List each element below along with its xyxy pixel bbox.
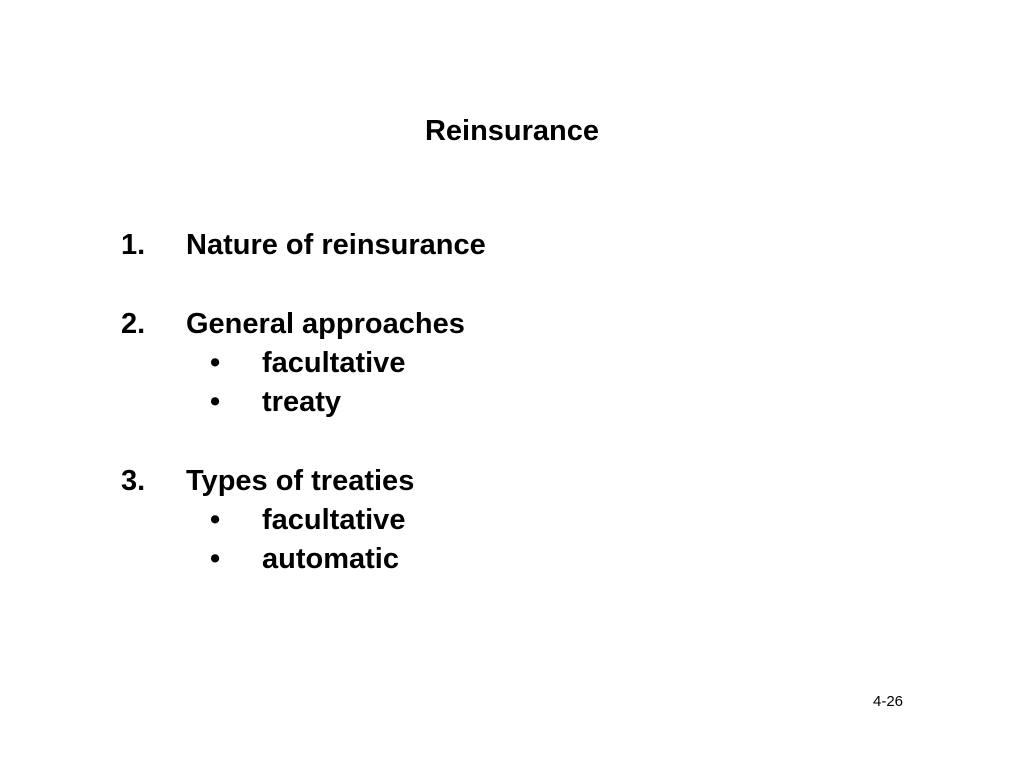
item-text: Types of treaties xyxy=(186,465,415,497)
sub-item-text: facultative xyxy=(262,504,406,536)
outline-item-row: 3. Types of treaties xyxy=(121,462,486,501)
outline-item-row: 1. Nature of reinsurance xyxy=(121,226,486,265)
item-number: 1. xyxy=(121,229,146,261)
outline-item-types-of-treaties: 3. Types of treaties • facultative • aut… xyxy=(121,462,486,579)
sub-list: • facultative • treaty xyxy=(121,344,486,422)
sub-item-automatic: • automatic xyxy=(210,540,486,579)
slide-number: 4-26 xyxy=(872,693,904,710)
sub-item-treaty: • treaty xyxy=(210,383,486,422)
sub-item-text: treaty xyxy=(262,386,341,418)
sub-item-text: facultative xyxy=(262,347,406,379)
slide-title: Reinsurance xyxy=(424,115,600,147)
bullet-icon: • xyxy=(210,386,221,418)
outline-item-nature-of-reinsurance: 1. Nature of reinsurance xyxy=(121,226,486,265)
item-number: 2. xyxy=(121,308,146,340)
bullet-icon: • xyxy=(210,504,221,536)
bullet-icon: • xyxy=(210,543,221,575)
outline-item-general-approaches: 2. General approaches • facultative • tr… xyxy=(121,305,486,422)
outline-item-row: 2. General approaches xyxy=(121,305,486,344)
sub-item-facultative: • facultative xyxy=(210,344,486,383)
outline-list: 1. Nature of reinsurance 2. General appr… xyxy=(121,226,486,619)
sub-item-facultative: • facultative xyxy=(210,501,486,540)
item-number: 3. xyxy=(121,465,146,497)
bullet-icon: • xyxy=(210,347,221,379)
sub-item-text: automatic xyxy=(262,543,399,575)
sub-list: • facultative • automatic xyxy=(121,501,486,579)
item-text: General approaches xyxy=(186,308,465,340)
item-text: Nature of reinsurance xyxy=(186,229,486,261)
